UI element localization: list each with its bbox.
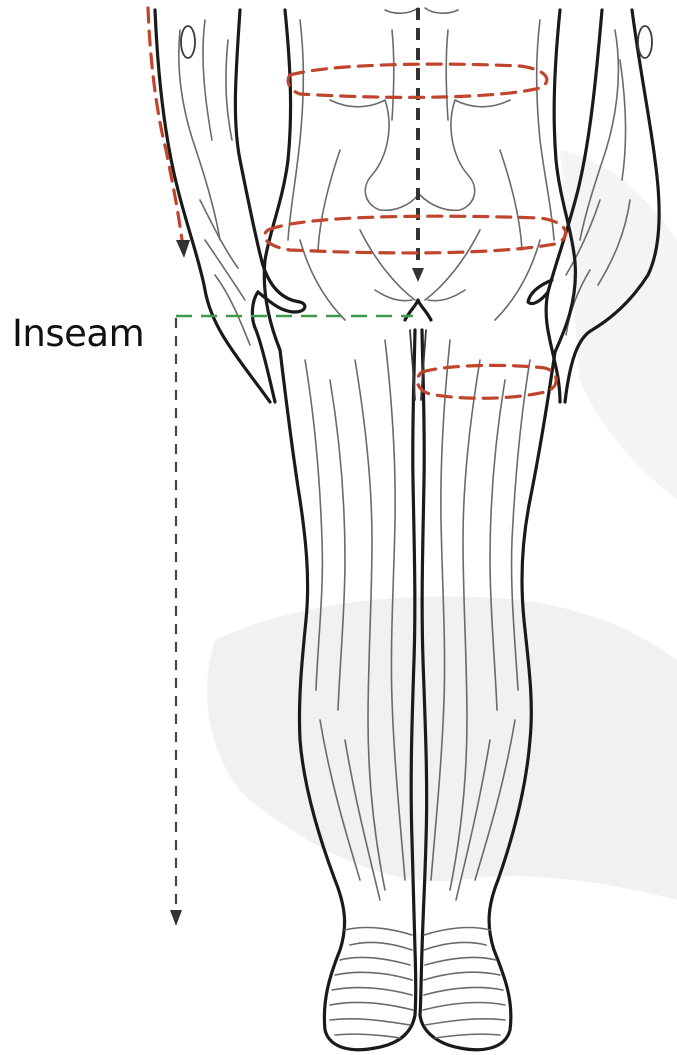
background-shadow [207, 150, 677, 900]
down-arrow-icon [176, 240, 190, 258]
inseam-label: Inseam [12, 312, 144, 355]
arm-length-measure [148, 8, 190, 258]
thigh-circumference [417, 365, 556, 398]
down-arrow-icon [170, 910, 182, 926]
left-arm [155, 10, 305, 402]
down-arrow-icon [412, 268, 424, 282]
inseam-arrow [170, 318, 182, 926]
center-length-line [412, 8, 424, 282]
